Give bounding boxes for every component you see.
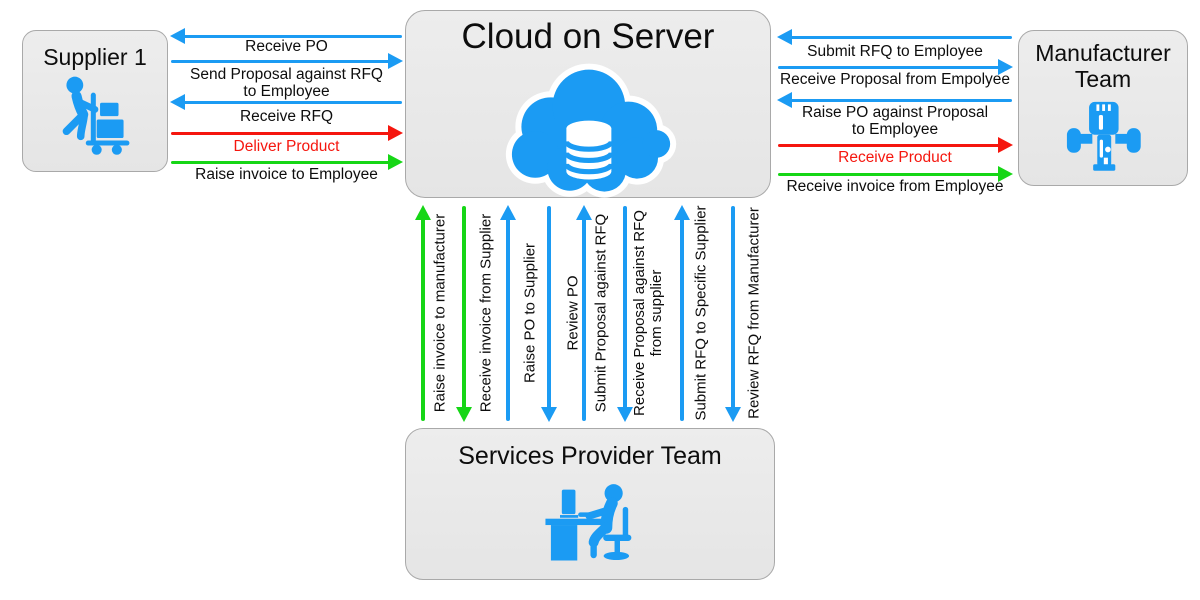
flow-label-submit-proposal-rfq: Submit Proposal against RFQ [592, 213, 610, 413]
flow-label-receive-rfq: Receive RFQ [239, 108, 334, 125]
arrow-shaft [506, 218, 510, 421]
arrow-head [388, 154, 403, 170]
arrow-review-rfq-manufacturer [725, 205, 741, 422]
arrow-head [170, 28, 185, 44]
arrow-submit-proposal-rfq [576, 205, 592, 422]
flow-label-raise-invoice-manufacturer: Raise invoice to manufacturer [431, 213, 449, 413]
arrow-receive-proposal-employee [777, 59, 1013, 75]
arrow-head [777, 92, 792, 108]
flow-label-receive-proposal-rfq-supplier: Receive Proposal against RFQ from suppli… [631, 210, 665, 416]
flow-label-submit-rfq-specific-supplier: Submit RFQ to Specific Supplier [692, 205, 710, 421]
arrow-raise-invoice-employee [170, 154, 403, 170]
arrow-submit-rfq-employee [777, 29, 1013, 45]
arrow-head [388, 53, 403, 69]
arrow-receive-invoice-employee [777, 166, 1013, 182]
arrow-head [541, 407, 557, 422]
flow-label-raise-po-supplier: Raise PO to Supplier [521, 242, 539, 384]
services-title: Services Provider Team [458, 442, 722, 470]
arrow-head [725, 407, 741, 422]
manufacturer-title: Manufacturer Team [1035, 40, 1171, 92]
arrow-head [998, 59, 1013, 75]
arrow-shaft [790, 35, 1012, 40]
arrow-shaft [582, 218, 586, 421]
flow-label-raise-invoice-employee: Raise invoice to Employee [195, 166, 378, 183]
arrow-review-po [541, 205, 557, 422]
arrow-shaft [623, 206, 627, 409]
arrow-submit-rfq-specific-supplier [674, 205, 690, 422]
arrow-receive-po [170, 28, 403, 44]
arrow-head [388, 125, 403, 141]
flow-label-raise-po-proposal: Raise PO against Proposal to Employee [801, 104, 989, 138]
arrow-shaft [183, 34, 402, 39]
person-at-desk-icon [545, 484, 632, 561]
arrow-head [777, 29, 792, 45]
flow-label-receive-invoice-supplier: Receive invoice from Supplier [477, 213, 495, 413]
arrow-receive-product [777, 137, 1013, 153]
arrow-raise-invoice-manufacturer [415, 205, 431, 422]
flow-label-receive-po: Receive PO [245, 38, 328, 55]
arrow-shaft [462, 206, 466, 409]
arrow-deliver-product [170, 125, 403, 141]
flow-label-receive-product: Receive Product [838, 149, 952, 166]
arrow-shaft [171, 131, 390, 136]
cloud-database-icon [505, 63, 677, 198]
node-services-provider: Services Provider Team [405, 428, 775, 580]
arrow-head [576, 205, 592, 220]
flow-label-receive-proposal-employee: Receive Proposal from Empolyee [779, 71, 1011, 88]
arrow-head [998, 166, 1013, 182]
flow-label-send-proposal: Send Proposal against RFQ to Employee [190, 66, 383, 100]
arrow-raise-po-supplier [500, 205, 516, 422]
arrow-shaft [680, 218, 684, 421]
arrow-shaft [183, 100, 402, 105]
arrow-head [617, 407, 633, 422]
arrow-shaft [171, 59, 390, 64]
supplier-cart-icon [62, 76, 130, 155]
milling-router-icon [1066, 101, 1141, 171]
arrow-head [415, 205, 431, 220]
arrow-head [500, 205, 516, 220]
arrow-shaft [731, 206, 735, 409]
arrow-shaft [778, 172, 1000, 177]
arrow-shaft [778, 65, 1000, 70]
flow-label-deliver-product: Deliver Product [233, 138, 340, 155]
flow-label-submit-rfq-employee: Submit RFQ to Employee [807, 43, 983, 60]
arrow-shaft [778, 143, 1000, 148]
supplier-title: Supplier 1 [43, 44, 147, 70]
arrow-head [456, 407, 472, 422]
arrow-send-proposal [170, 53, 403, 69]
arrow-head [674, 205, 690, 220]
arrow-shaft [547, 206, 551, 409]
node-supplier: Supplier 1 [22, 30, 168, 172]
flow-label-review-rfq-manufacturer: Review RFQ from Manufacturer [745, 207, 763, 419]
flow-label-receive-invoice-employee: Receive invoice from Employee [786, 178, 1004, 195]
node-cloud-server: Cloud on Server [405, 10, 771, 198]
arrow-shaft [421, 218, 425, 421]
arrow-receive-rfq [170, 94, 403, 110]
arrow-head [998, 137, 1013, 153]
arrow-raise-po-proposal [777, 92, 1013, 108]
arrow-receive-invoice-supplier [456, 205, 472, 422]
arrow-receive-proposal-rfq-supplier [617, 205, 633, 422]
node-manufacturer: Manufacturer Team [1018, 30, 1188, 186]
cloud-title: Cloud on Server [461, 17, 715, 56]
arrow-shaft [171, 160, 390, 165]
arrow-shaft [790, 98, 1012, 103]
arrow-head [170, 94, 185, 110]
